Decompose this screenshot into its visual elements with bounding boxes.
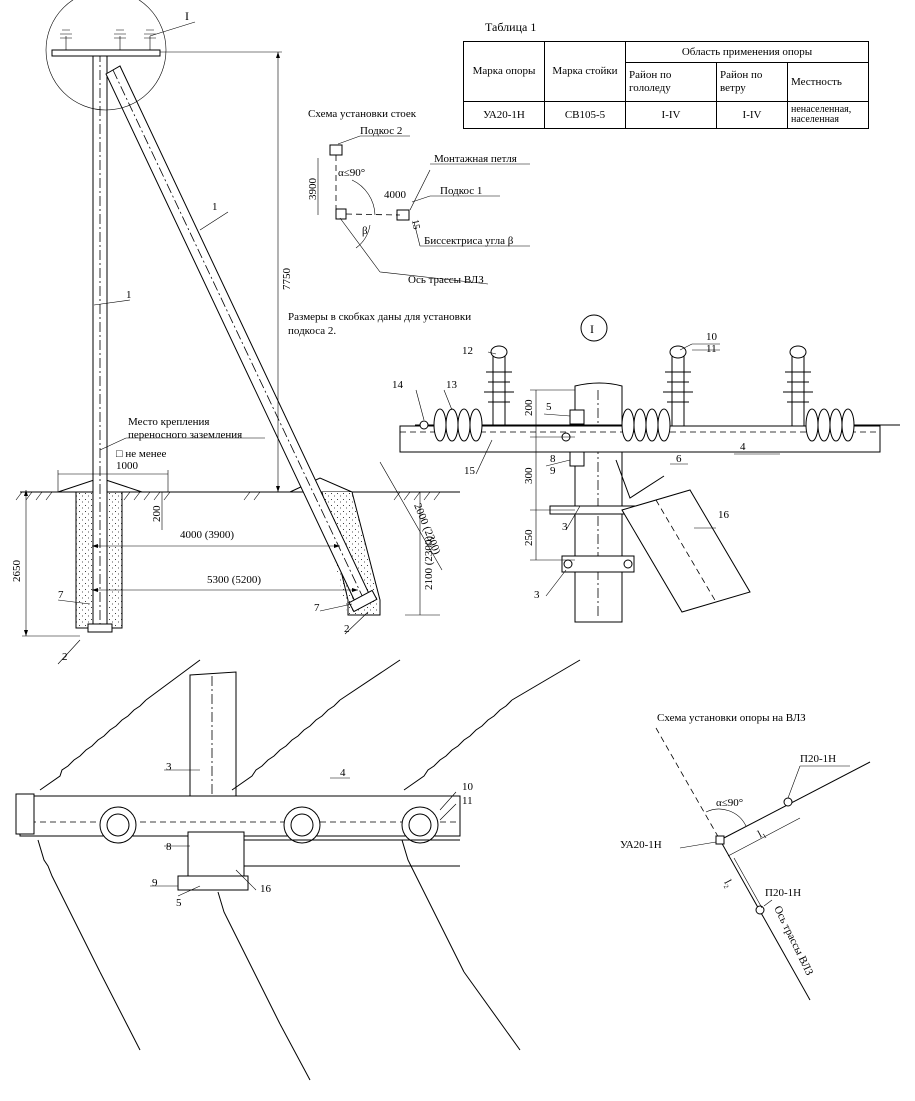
dim-250-detail: 250 [523, 529, 535, 546]
pos-8-detail: 8 [550, 453, 556, 465]
dim-1000: 1000 [116, 460, 139, 472]
dim-200-ground: 200 [151, 505, 163, 522]
main-pole-view: I Место крепления переносного заземления… [11, 0, 460, 665]
pos-6-detail: 6 [676, 453, 682, 465]
route-line-axis: Ось трассы ВЛЗ [771, 904, 815, 978]
pos-8-plan: 8 [166, 841, 172, 853]
pos-11-detail: 11 [706, 343, 717, 355]
grounding-label-line2: переносного заземления [128, 429, 242, 441]
pos-2-right: 2 [344, 623, 350, 635]
posts-scheme-title: Схема установки стоек [308, 108, 417, 120]
pos-3-detail-lower: 3 [534, 589, 540, 601]
cell-ice-region: I-IV [625, 101, 717, 129]
angle-support-label: УА20-1Н [620, 839, 662, 851]
detail-ref-I: I [590, 322, 594, 336]
pos-15-detail: 15 [464, 465, 476, 477]
brace1-label: Подкос 1 [440, 185, 482, 197]
route-scheme-title: Схема установки опоры на ВЛЗ [657, 712, 806, 724]
not-less-label: □ не менее [116, 448, 167, 460]
support-top-label: П20-1Н [800, 753, 836, 765]
plan-view: 3 4 8 9 5 16 10 11 [15, 659, 581, 1081]
table-title: Таблица 1 [485, 20, 537, 34]
dim-2100-2300: 2100 (2300) [423, 536, 435, 590]
header-ice-region: Район по гололеду [625, 62, 717, 102]
pos-10-detail: 10 [706, 331, 718, 343]
pos-9-plan: 9 [152, 877, 158, 889]
pos-1-pole: 1 [126, 289, 132, 301]
angle-alpha-scheme: α≤90° [338, 167, 365, 179]
dim-15: 15 [409, 219, 422, 231]
note-line2: подкоса 2. [288, 325, 336, 337]
pos-7-right: 7 [314, 602, 320, 614]
route-scheme: Схема установки опоры на ВЛЗ П20-1Н П20-… [620, 712, 871, 1001]
route-angle-alpha: α≤90° [716, 797, 743, 809]
pos-16-plan: 16 [260, 883, 272, 895]
pos-12-detail: 12 [462, 345, 473, 357]
note-line1: Размеры в скобках даны для установки [288, 311, 471, 323]
cell-wind-region: I-IV [716, 101, 788, 129]
dim-4000-3900: 4000 (3900) [180, 529, 234, 541]
pos-16-detail: 16 [718, 509, 730, 521]
grounding-label-line1: Место крепления [128, 416, 209, 428]
pos-7-left: 7 [58, 589, 64, 601]
application-table: Марка опоры Марка стойки Область примене… [463, 41, 869, 129]
dim-4000-scheme: 4000 [384, 189, 407, 201]
detail-ref-circle [580, 314, 608, 342]
mount-loop-label: Монтажная петля [434, 153, 517, 165]
pos-11-plan: 11 [462, 795, 473, 807]
dim-300-detail: 300 [523, 467, 535, 484]
dim-200-detail: 200 [523, 399, 535, 416]
detail-view-I: I [392, 314, 900, 623]
pos-5-plan: 5 [176, 897, 182, 909]
header-pole-mark: Марка опоры [463, 41, 545, 102]
posts-installation-scheme: Схема установки стоек Подкос 2 Монтажная… [307, 108, 530, 286]
pos-4-plan: 4 [340, 767, 346, 779]
header-application: Область применения опоры [625, 41, 869, 63]
header-terrain: Местность [787, 62, 869, 102]
pos-4-detail: 4 [740, 441, 746, 453]
l2-label: l₂ [721, 878, 735, 890]
cell-terrain: ненаселенная, населенная [787, 101, 869, 129]
pos-2-left: 2 [62, 651, 68, 663]
ground-hatch [15, 491, 441, 501]
header-post-mark: Марка стойки [544, 41, 626, 102]
pos-14-detail: 14 [392, 379, 404, 391]
header-wind-region: Район по ветру [716, 62, 788, 102]
pos-3-plan: 3 [166, 761, 172, 773]
brace2-label: Подкос 2 [360, 125, 402, 137]
bisector-label: Биссектриса угла β [424, 235, 514, 247]
pos-13-detail: 13 [446, 379, 458, 391]
pos-10-plan: 10 [462, 781, 474, 793]
dim-2650: 2650 [11, 560, 23, 583]
pos-9-detail: 9 [550, 465, 556, 477]
support-bottom-label: П20-1Н [765, 887, 801, 899]
dim-5300-5200: 5300 (5200) [207, 574, 261, 586]
pos-5-detail: 5 [546, 401, 552, 413]
dim-7750: 7750 [281, 268, 293, 291]
detail-circle [45, 0, 167, 111]
detail-ref-label: I [185, 9, 189, 23]
pos-3-detail-upper: 3 [562, 521, 568, 533]
dim-3900: 3900 [307, 178, 319, 201]
pos-1-brace: 1 [212, 201, 218, 213]
angle-beta: β [362, 225, 368, 237]
cell-post-mark: СВ105-5 [544, 101, 626, 129]
cell-pole-mark: УА20-1Н [463, 101, 545, 129]
line-axis-label: Ось трассы ВЛЗ [408, 274, 484, 286]
l1-label: l₁ [756, 827, 768, 841]
